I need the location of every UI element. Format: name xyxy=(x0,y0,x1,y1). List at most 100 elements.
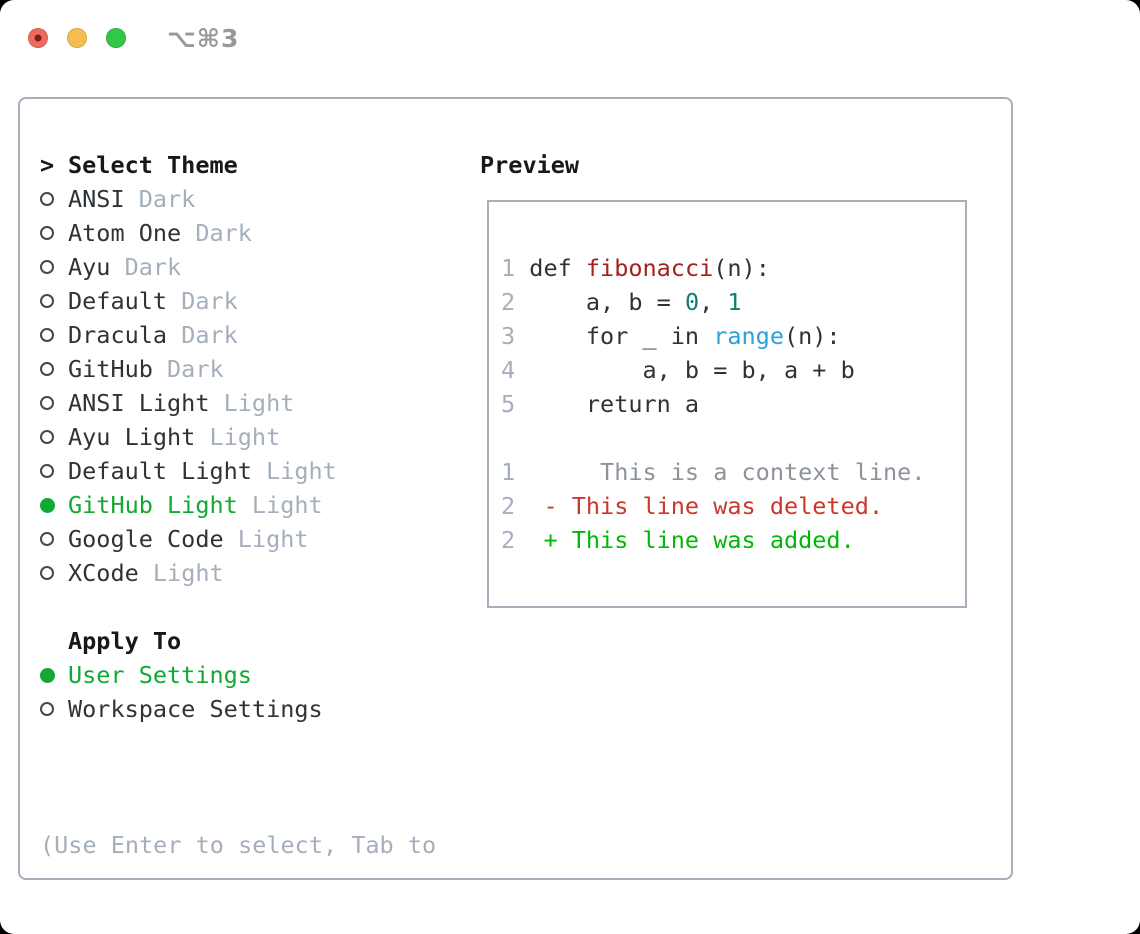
select-theme-title: Select Theme xyxy=(68,151,238,179)
radio-marker xyxy=(40,260,68,274)
preview-line: 2 - This line was deleted. xyxy=(501,489,965,523)
code-segment-code: return a xyxy=(515,390,700,418)
theme-option-default[interactable]: Default Dark xyxy=(40,284,480,318)
radio-marker xyxy=(40,702,68,716)
preview-header: Preview xyxy=(480,148,1011,182)
theme-label: Google Code Light xyxy=(68,522,309,556)
theme-variant: Dark xyxy=(167,287,238,315)
theme-label: GitHub Light Light xyxy=(68,488,323,522)
theme-option-google-code[interactable]: Google Code Light xyxy=(40,522,480,556)
line-number: 2 xyxy=(501,492,516,520)
apply-to-header: Apply To xyxy=(40,624,480,658)
radio-icon xyxy=(40,532,54,546)
spacer xyxy=(40,726,480,760)
radio-icon xyxy=(40,294,54,308)
theme-option-atom-one[interactable]: Atom One Dark xyxy=(40,216,480,250)
theme-label: ANSI Light Light xyxy=(68,386,294,420)
minimize-button[interactable] xyxy=(67,28,87,48)
theme-option-ansi-light[interactable]: ANSI Light Light xyxy=(40,386,480,420)
code-segment-number: 1 xyxy=(727,288,742,316)
theme-label: Default Dark xyxy=(68,284,238,318)
code-segment-code: a, b = b, a + b xyxy=(515,356,855,384)
theme-label: Ayu Light Light xyxy=(68,420,280,454)
maximize-button[interactable] xyxy=(106,28,126,48)
radio-marker xyxy=(40,328,68,342)
preview-column: Preview 1 def fibonacci(n):2 a, b = 0, 1… xyxy=(480,99,1011,878)
radio-marker xyxy=(40,464,68,478)
theme-name: Atom One xyxy=(68,219,182,247)
code-segment-code: def xyxy=(515,254,586,282)
radio-marker xyxy=(40,192,68,206)
preview-line: 1 def fibonacci(n): xyxy=(501,251,965,285)
radio-marker xyxy=(40,396,68,410)
theme-option-github-light[interactable]: GitHub Light Light xyxy=(40,488,480,522)
theme-variant: Light xyxy=(223,525,309,553)
help-line: change focus) xyxy=(40,930,480,934)
preview-line: 3 for _ in range(n): xyxy=(501,319,965,353)
radio-icon xyxy=(40,192,54,206)
radio-marker xyxy=(40,362,68,376)
theme-name: Google Code xyxy=(68,525,224,553)
radio-icon xyxy=(40,464,54,478)
apply-option-workspace-settings[interactable]: Workspace Settings xyxy=(40,692,480,726)
code-segment-code: for _ in xyxy=(515,322,714,350)
code-segment-deleted: - This line was deleted. xyxy=(515,492,884,520)
theme-name: ANSI xyxy=(68,185,125,213)
window-title-shortcut: ⌥⌘3 xyxy=(167,24,240,53)
close-button[interactable] xyxy=(28,28,48,48)
theme-name: Default Light xyxy=(68,457,252,485)
radio-marker xyxy=(40,532,68,546)
preview-line: 5 return a xyxy=(501,387,965,421)
theme-name: XCode xyxy=(68,559,139,587)
radio-marker xyxy=(40,566,68,580)
theme-option-xcode[interactable]: XCode Light xyxy=(40,556,480,590)
preview-line: 1 This is a context line. xyxy=(501,455,965,489)
radio-marker xyxy=(40,294,68,308)
code-segment-function: fibonacci xyxy=(585,254,714,282)
theme-option-github[interactable]: GitHub Dark xyxy=(40,352,480,386)
select-theme-header: > Select Theme xyxy=(40,148,480,182)
preview-title: Preview xyxy=(480,151,580,179)
apply-option-name: User Settings xyxy=(68,661,252,689)
line-number: 2 xyxy=(501,288,516,316)
line-number: 2 xyxy=(501,526,516,554)
theme-variant: Dark xyxy=(181,219,252,247)
radio-selected-icon xyxy=(40,667,55,683)
theme-name: GitHub Light xyxy=(68,491,238,519)
code-segment-context: This is a context line. xyxy=(515,458,926,486)
radio-marker xyxy=(40,497,68,513)
prompt-icon: > xyxy=(40,151,55,179)
code-segment-number: 0 xyxy=(684,288,700,316)
theme-variant: Light xyxy=(237,491,323,519)
theme-option-ansi[interactable]: ANSI Dark xyxy=(40,182,480,216)
theme-label: GitHub Dark xyxy=(68,352,224,386)
help-line: (Use Enter to select, Tab to xyxy=(40,831,437,859)
apply-option-user-settings[interactable]: User Settings xyxy=(40,658,480,692)
code-segment-added: + This line was added. xyxy=(515,526,855,554)
theme-option-ayu[interactable]: Ayu Dark xyxy=(40,250,480,284)
theme-label: Atom One Dark xyxy=(68,216,252,250)
code-segment-code: (n): xyxy=(713,254,770,282)
theme-option-dracula[interactable]: Dracula Dark xyxy=(40,318,480,352)
code-segment-code: , xyxy=(699,288,728,316)
theme-variant: Dark xyxy=(152,355,224,383)
line-number: 1 xyxy=(501,458,516,486)
code-segment-code: (n): xyxy=(783,322,841,350)
theme-option-ayu-light[interactable]: Ayu Light Light xyxy=(40,420,480,454)
theme-option-default-light[interactable]: Default Light Light xyxy=(40,454,480,488)
radio-marker xyxy=(40,226,68,240)
preview-line: 2 + This line was added. xyxy=(501,523,965,557)
radio-icon xyxy=(40,566,54,580)
theme-variant: Light xyxy=(195,423,281,451)
line-number: 3 xyxy=(501,322,516,350)
theme-name: GitHub xyxy=(68,355,153,383)
theme-name: Ayu xyxy=(68,253,111,281)
theme-variant: Dark xyxy=(110,253,182,281)
theme-name: ANSI Light xyxy=(68,389,210,417)
spacer xyxy=(40,590,480,624)
theme-label: Default Light Light xyxy=(68,454,337,488)
apply-to-title: Apply To xyxy=(68,627,182,655)
